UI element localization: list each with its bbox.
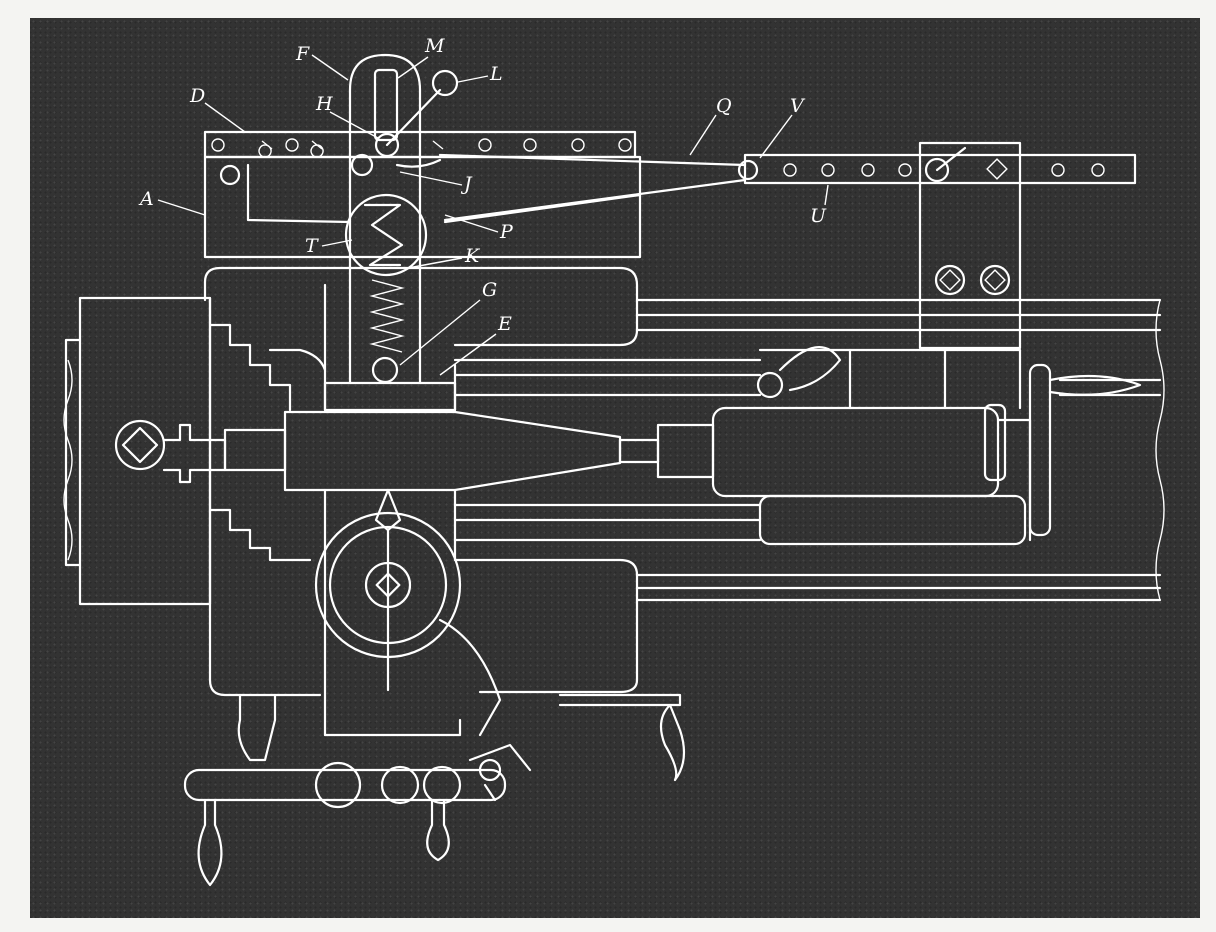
link-bar: [438, 141, 1137, 350]
workpiece: [283, 410, 715, 492]
bed-ways: [453, 298, 1165, 602]
label-U: U: [810, 205, 827, 227]
label-K: K: [464, 245, 481, 267]
callout-labels: F M L D H Q V J A P T K U G E: [138, 35, 829, 376]
label-P: P: [499, 221, 514, 243]
arm-assembly: [323, 53, 459, 412]
headstock: [63, 296, 212, 606]
chuck: [208, 296, 327, 622]
label-E: E: [497, 313, 512, 335]
label-A: A: [138, 188, 154, 210]
label-Q: Q: [716, 95, 732, 117]
label-T: T: [305, 235, 319, 257]
label-V: V: [790, 95, 806, 117]
label-L: L: [489, 63, 503, 85]
label-M: M: [424, 35, 445, 57]
cross-feed-dial: [314, 488, 502, 737]
label-J: J: [460, 173, 473, 195]
label-G: G: [482, 279, 497, 301]
label-H: H: [315, 93, 333, 115]
slide-bar: [203, 130, 642, 259]
spindle-end: [114, 419, 287, 484]
handwheel-handles: [183, 693, 686, 887]
label-D: D: [189, 85, 205, 107]
tailstock: [711, 346, 1142, 546]
label-F: F: [295, 43, 310, 65]
